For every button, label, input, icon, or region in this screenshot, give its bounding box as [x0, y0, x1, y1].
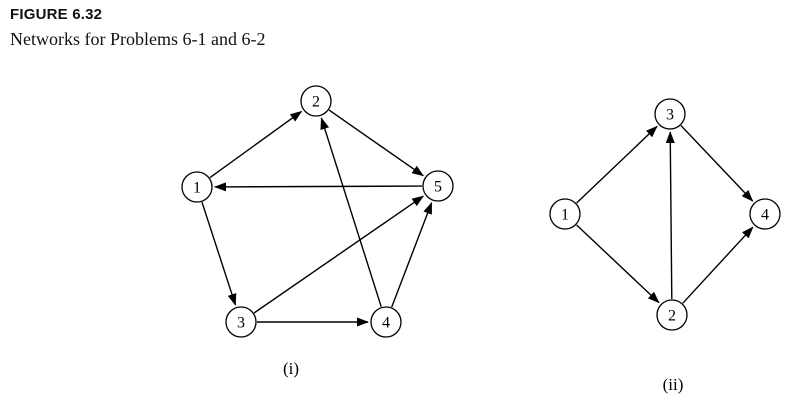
node-circle	[749, 198, 781, 230]
edge-1-to-3	[576, 125, 658, 204]
node-circle	[656, 299, 688, 331]
edge-2-to-4	[682, 226, 754, 304]
figure-label: FIGURE 6.32	[10, 6, 103, 23]
graph-node-i-5: 5	[422, 170, 454, 202]
graph-caption-ii: (ii)	[663, 375, 684, 394]
node-label: 1	[561, 207, 569, 224]
node-circle	[422, 170, 454, 202]
node-label: 4	[382, 315, 390, 332]
node-label: 2	[668, 308, 676, 325]
node-label: 4	[761, 207, 769, 224]
node-circle	[225, 306, 257, 338]
node-circle	[300, 85, 332, 117]
node-label: 1	[193, 180, 201, 197]
node-circle	[549, 198, 581, 230]
edge-5-to-1	[214, 182, 423, 192]
graph-node-i-4: 4	[370, 306, 402, 338]
graph-node-ii-4: 4	[749, 198, 781, 230]
graph-node-ii-1: 1	[549, 198, 581, 230]
edge-3-to-4	[680, 125, 754, 202]
graph-node-ii-3: 3	[654, 98, 686, 130]
node-circle	[654, 98, 686, 130]
graph-caption-i: (i)	[283, 359, 299, 378]
edge-1-to-3	[201, 201, 237, 306]
edge-3-to-5	[253, 195, 425, 314]
edge-2-to-5	[328, 109, 425, 177]
node-label: 5	[434, 179, 442, 196]
graph-node-i-2: 2	[300, 85, 332, 117]
edge-1-to-2	[209, 110, 303, 179]
graph-node-i-1: 1	[181, 171, 213, 203]
node-label: 3	[666, 107, 674, 124]
node-label: 2	[312, 94, 320, 111]
node-circle	[370, 306, 402, 338]
graph-node-ii-2: 2	[656, 299, 688, 331]
node-label: 3	[237, 315, 245, 332]
node-circle	[181, 171, 213, 203]
graph-node-i-3: 3	[225, 306, 257, 338]
edge-4-to-5	[391, 201, 433, 308]
edge-2-to-3	[665, 131, 675, 300]
edge-4-to-2	[320, 117, 382, 307]
edge-1-to-2	[576, 224, 660, 304]
figure-caption: Networks for Problems 6-1 and 6-2	[10, 29, 266, 49]
